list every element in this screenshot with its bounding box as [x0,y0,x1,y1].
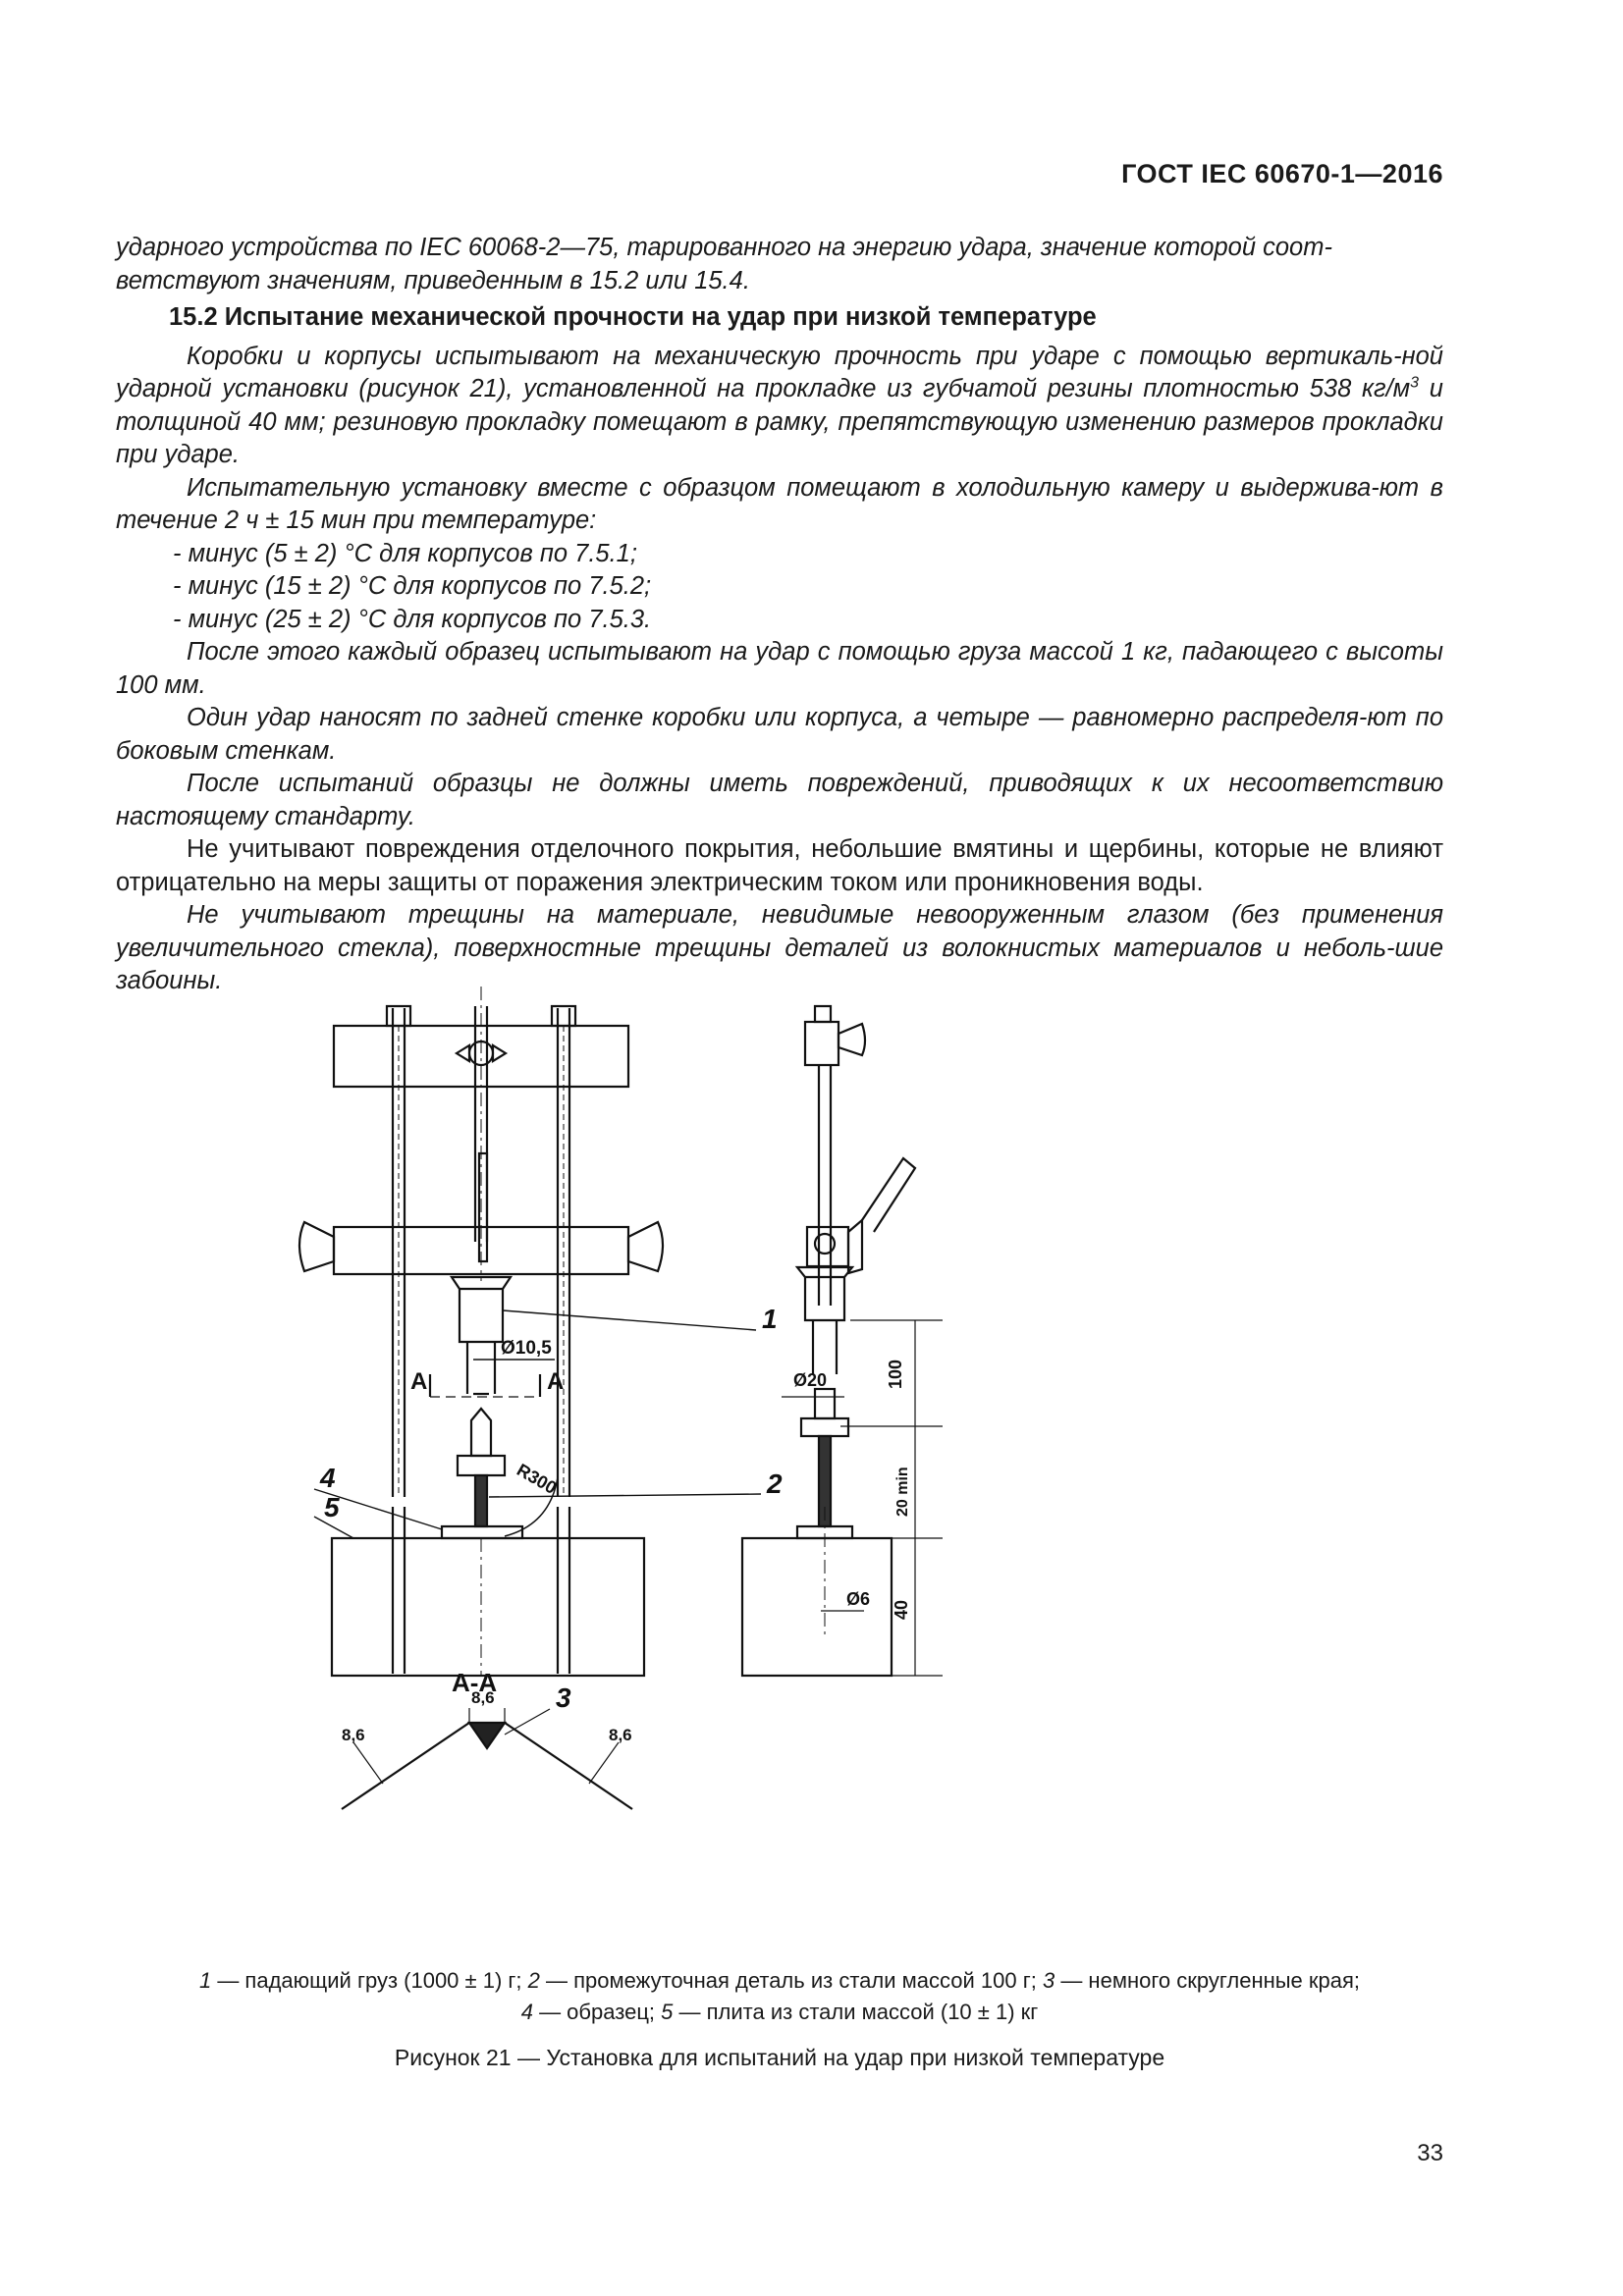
body-text: ударного устройства по IEC 60068-2—75, т… [116,232,1443,998]
intro-line-1: ударного устройства по IEC 60068-2—75, т… [116,234,1332,261]
page-number: 33 [1417,2140,1443,2166]
label-section-a-left: А [410,1368,427,1395]
legend-text-2: — промежуточная деталь из стали массой 1… [539,1968,1043,1993]
label-dim-100: 100 [886,1360,905,1389]
wing-nut-right-icon [626,1220,665,1273]
legend-text-5: — плита из стали массой (10 ± 1) кг [673,2000,1039,2024]
label-dim-40: 40 [892,1600,911,1620]
callout-5: 5 [324,1492,340,1522]
document-id: ГОСТ IEC 60670-1—2016 [1121,159,1443,188]
front-right-rod [550,1004,577,1674]
label-86-top: 8,6 [471,1688,495,1707]
side-steel-plate [740,1536,893,1678]
legend-index-1: 1 [198,1968,212,1993]
label-section-a-right: А [547,1368,564,1395]
front-left-rod [385,1004,412,1674]
legend-line-1: 1 — падающий груз (1000 ± 1) г; 2 — пром… [116,1965,1443,1997]
label-86-right: 8,6 [609,1726,632,1744]
front-steel-plate [330,1536,646,1678]
figure-21: Ø10,5 А А R300 Ø20 Ø6 100 20 min 40 А-А … [295,987,1276,1860]
callout-1: 1 [762,1304,778,1334]
callout-3: 3 [556,1682,571,1713]
label-d10-5: Ø10,5 [501,1338,552,1359]
legend-text-3: — немного скругленные края; [1055,1968,1361,1993]
paragraph-1-superscript: 3 [1410,374,1420,392]
paragraph-1-part-b: и толщиной 40 мм; резиновую прокладку по… [116,375,1443,468]
specimen [440,1524,524,1540]
paragraph-3: После этого каждый образец испытывают на… [116,638,1443,699]
legend-index-3: 3 [1042,1968,1055,1993]
paragraph-5: После испытаний образцы не должны иметь … [116,770,1443,830]
striker [469,1407,493,1458]
paragraph-6: Не учитывают повреждения отделочного пок… [116,835,1443,896]
section-heading: 15.2 Испытание механической прочности на… [169,303,1097,331]
paragraph-1-part-a: Коробки и корпусы испытывают на механиче… [116,342,1443,403]
list-item: - минус (15 ± 2) °С для корпусов по 7.5.… [173,572,652,600]
legend-text-1: — падающий груз (1000 ± 1) г; [211,1968,528,1993]
paragraph-4: Один удар наносят по задней стенке короб… [116,704,1443,765]
impact-test-apparatus-drawing: Ø10,5 А А R300 Ø20 Ø6 100 20 min 40 А-А … [298,987,943,1810]
falling-weight [449,1275,514,1344]
intro-line-2: ветствуют значениям, приведенным в 15.2 … [116,266,750,294]
side-falling-weight [794,1265,855,1322]
figure-legend: 1 — падающий груз (1000 ± 1) г; 2 — пром… [116,1965,1443,2028]
list-item: - минус (25 ± 2) °С для корпусов по 7.5.… [173,605,652,633]
list-item: - минус (5 ± 2) °С для корпусов по 7.5.1… [173,539,637,567]
label-r300: R300 [514,1460,560,1498]
label-86-left: 8,6 [342,1726,365,1744]
paragraph-1: Коробки и корпусы испытывают на механиче… [116,341,1443,472]
label-d20: Ø20 [793,1370,827,1390]
section-aa-view [341,1708,633,1810]
callout-4: 4 [319,1463,336,1493]
paragraph-2: Испытательную установку вместе с образцо… [116,473,1443,535]
legend-index-5: 5 [661,2000,674,2024]
front-guide-tube [454,987,509,1281]
label-aa: А-А [452,1668,497,1697]
paragraph-7: Не учитывают трещины на материале, невид… [116,901,1443,994]
side-view [740,1004,943,1678]
legend-index-2: 2 [527,1968,540,1993]
legend-text-4: — образец; [532,2000,662,2024]
callout-2: 2 [766,1468,783,1499]
label-dim-20min: 20 min [894,1467,911,1517]
figure-caption: Рисунок 21 — Установка для испытаний на … [394,2045,1165,2070]
label-d6: Ø6 [846,1589,870,1609]
legend-line-2: 4 — образец; 5 — плита из стали массой (… [116,1997,1443,2028]
legend-index-4: 4 [520,2000,533,2024]
wing-nut-left-icon [298,1220,336,1273]
